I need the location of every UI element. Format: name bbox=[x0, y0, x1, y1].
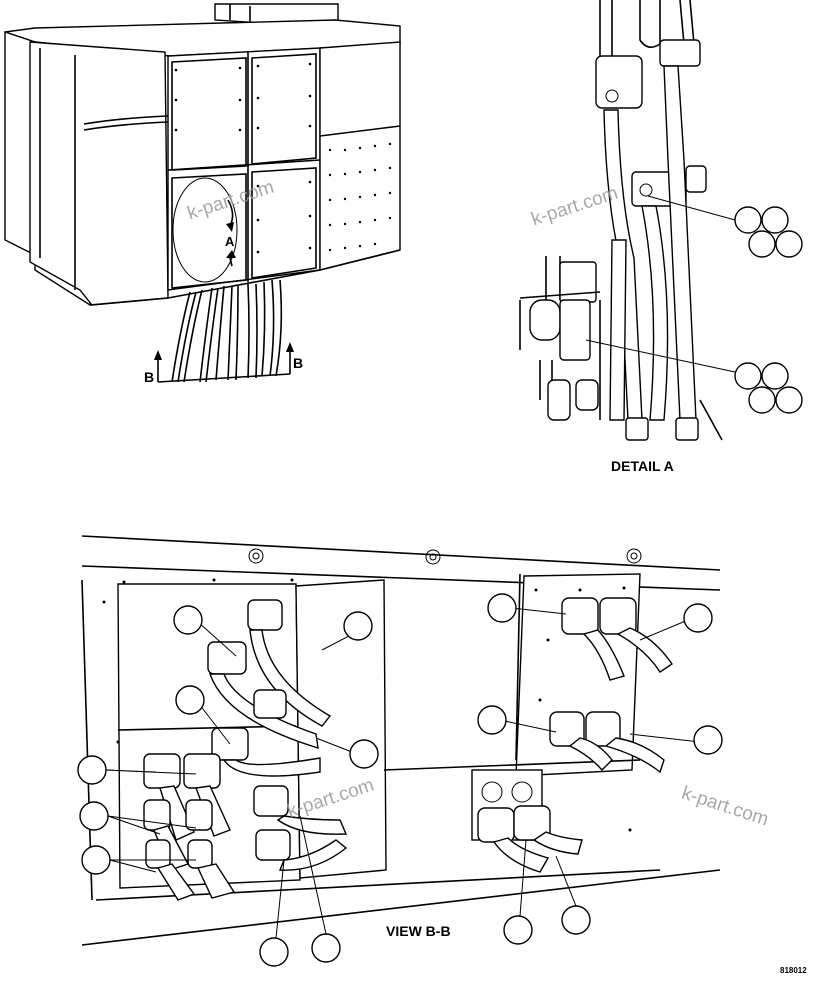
view-b-b-title: VIEW B-B bbox=[386, 923, 451, 939]
callouts-view-b-b bbox=[77, 593, 723, 967]
cabinet-isometric bbox=[4, 3, 401, 383]
callout-circle bbox=[175, 685, 205, 715]
callout-circle bbox=[683, 603, 713, 633]
gland-cables-left bbox=[143, 599, 348, 901]
view-b-b-drawing bbox=[81, 535, 721, 946]
callout-circle bbox=[81, 845, 111, 875]
section-b-left-label: B bbox=[144, 369, 155, 385]
section-b-right-label: B bbox=[293, 355, 304, 371]
callout-circle bbox=[349, 739, 379, 769]
callout-circle bbox=[775, 386, 803, 414]
callout-circle bbox=[79, 801, 109, 831]
callout-circle bbox=[343, 611, 373, 641]
callout-circle bbox=[259, 937, 289, 967]
callout-circle bbox=[761, 362, 789, 390]
gland-cables-right bbox=[477, 597, 673, 873]
callout-circle bbox=[503, 915, 533, 945]
callout-circle bbox=[775, 230, 803, 258]
callout-circle bbox=[311, 933, 341, 963]
callout-circle bbox=[487, 593, 517, 623]
callout-circle bbox=[761, 206, 789, 234]
callout-group-detail-lower bbox=[734, 362, 803, 414]
callout-circle bbox=[173, 605, 203, 635]
callout-circle bbox=[477, 705, 507, 735]
callout-group-detail-upper bbox=[734, 206, 803, 258]
callout-circle bbox=[77, 755, 107, 785]
callout-circle bbox=[561, 905, 591, 935]
section-a-label: A bbox=[225, 234, 235, 249]
rivets bbox=[174, 62, 392, 254]
callout-circle bbox=[748, 230, 776, 258]
figure-number: 818012 bbox=[780, 966, 807, 975]
cable-bundle bbox=[171, 279, 283, 383]
detail-a-title: DETAIL A bbox=[611, 458, 674, 474]
callout-circle bbox=[734, 206, 762, 234]
callout-circle bbox=[734, 362, 762, 390]
callout-circle bbox=[748, 386, 776, 414]
callout-circle bbox=[693, 725, 723, 755]
detail-a-drawing bbox=[519, 0, 736, 441]
